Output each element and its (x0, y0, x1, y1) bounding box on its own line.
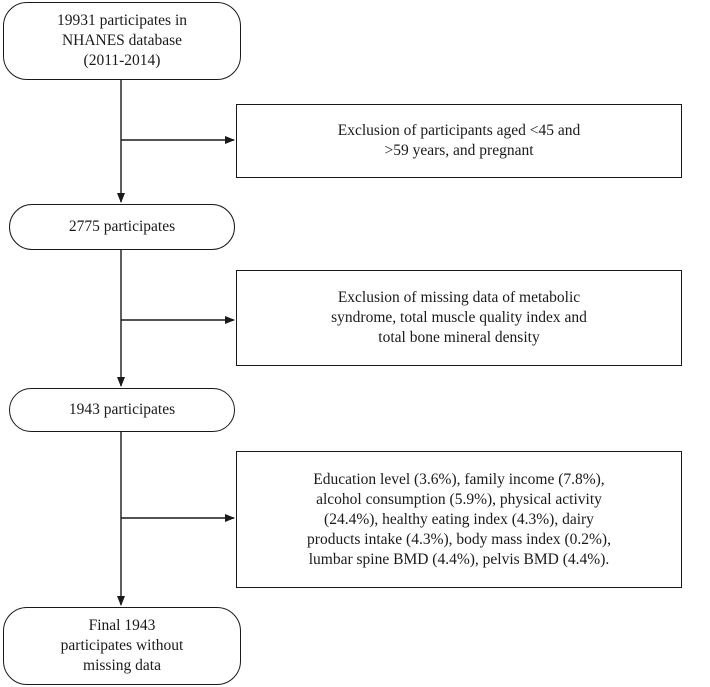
exclusion-3-line-2: alcohol consumption (5.9%), physical act… (316, 490, 602, 508)
exclusion-box-missing-data: Exclusion of missing data of metabolic s… (236, 270, 682, 366)
step-box-2775-participates: 2775 participates (9, 204, 235, 250)
exclusion-3-line-4: products intake (4.3%), body mass index … (307, 530, 611, 548)
step-box-1943-participates: 1943 participates (9, 388, 235, 432)
step-2-line-1: 2775 participates (68, 218, 176, 235)
exclusion-2-line-2: syndrome, total muscle quality index and (331, 309, 587, 326)
exclusion-box-age-pregnancy: Exclusion of participants aged <45 and >… (236, 104, 682, 178)
exclusion-1-line-2: >59 years, and pregnant (384, 142, 534, 159)
step-1-line-3: (2011-2014) (83, 52, 161, 69)
exclusion-2-line-1: Exclusion of missing data of metabolic (337, 289, 581, 306)
exclusion-box-covariate-missing-rates: Education level (3.6%), family income (7… (236, 451, 682, 588)
exclusion-3-line-5: lumbar spine BMD (4.4%), pelvis BMD (4.4… (308, 550, 610, 568)
step-1-line-1: 19931 participates in (57, 12, 187, 29)
exclusion-1-line-1: Exclusion of participants aged <45 and (337, 122, 581, 139)
step-box-final-participants: Final 1943 participates without missing … (3, 607, 241, 685)
exclusion-3-line-3: (24.4%), healthy eating index (4.3%), da… (324, 510, 594, 528)
exclusion-3-line-1: Education level (3.6%), family income (7… (313, 470, 605, 488)
step-4-line-3: missing data (83, 657, 161, 674)
step-1-line-2: NHANES database (61, 32, 183, 49)
step-box-initial-participants: 19931 participates in NHANES database (2… (3, 2, 241, 80)
exclusion-2-line-3: total bone mineral density (378, 329, 540, 346)
step-4-line-2: participates without (60, 637, 184, 654)
step-3-line-1: 1943 participates (68, 401, 176, 418)
step-4-line-1: Final 1943 (88, 617, 156, 634)
